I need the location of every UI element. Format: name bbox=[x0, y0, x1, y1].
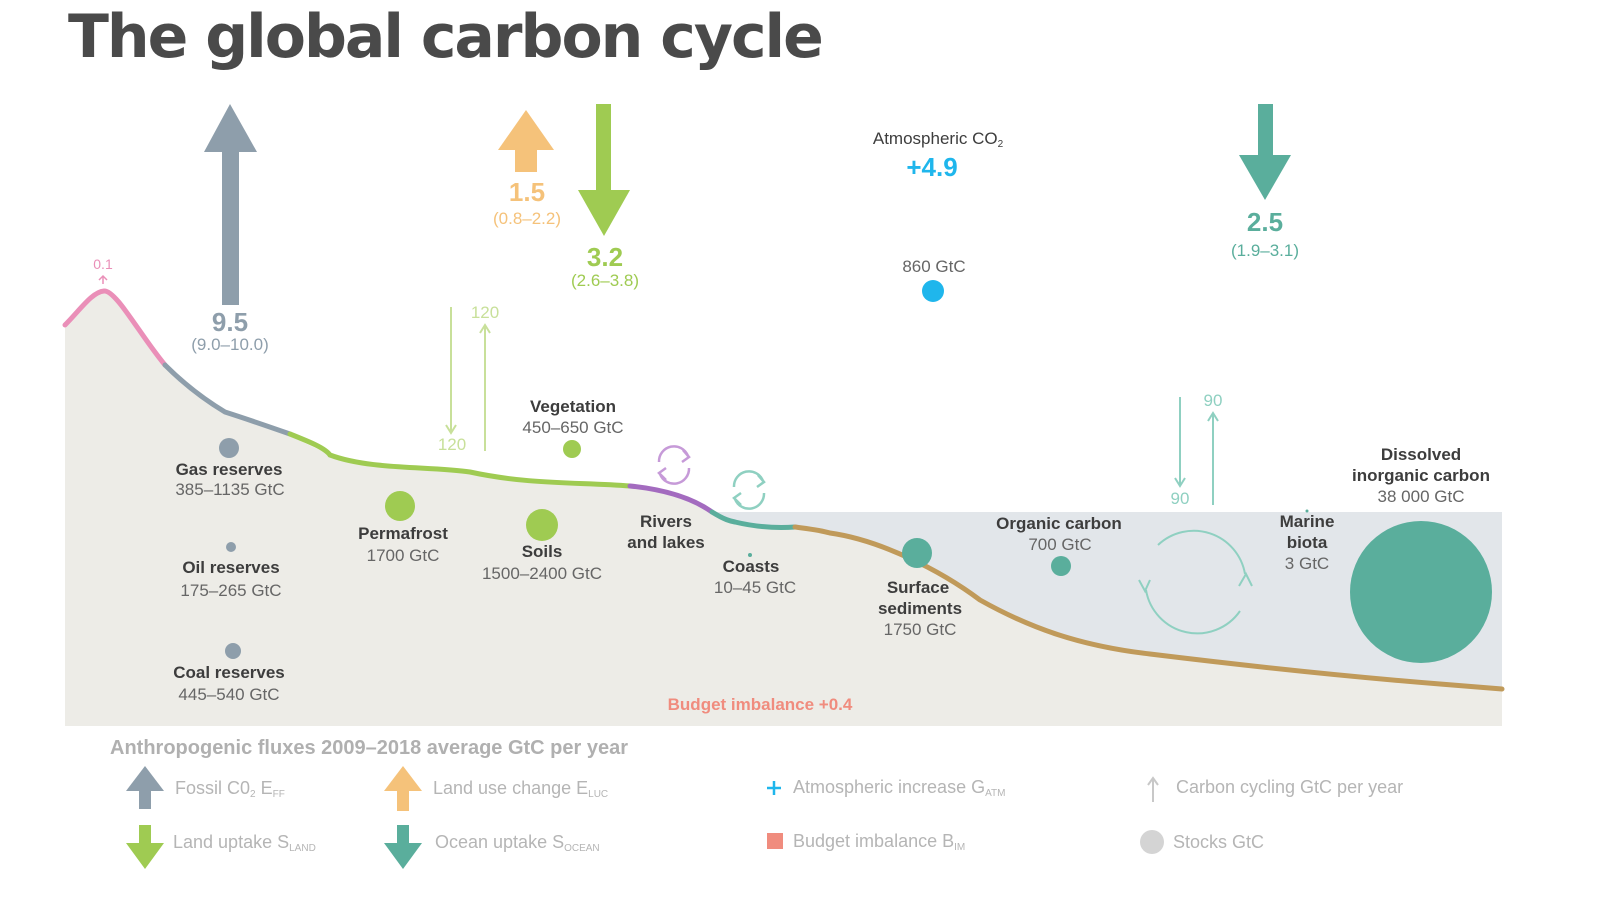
gas-reserves-label: Gas reserves bbox=[175, 460, 283, 479]
dissolved-label-line2: inorganic carbon bbox=[1352, 466, 1490, 485]
sediments-value: 1750 GtC bbox=[883, 620, 957, 639]
coasts-label: Coasts bbox=[722, 557, 780, 576]
marine-stock-dot bbox=[1305, 509, 1309, 513]
oil-stock-dot bbox=[226, 542, 236, 552]
oil-reserves-label: Oil reserves bbox=[182, 558, 280, 577]
legend-land-uptake-icon bbox=[126, 825, 164, 869]
sediments-label-line2: sediments bbox=[877, 599, 963, 618]
vegetation-label: Vegetation bbox=[530, 397, 616, 416]
legend-stocks-icon bbox=[1140, 830, 1164, 854]
budget-imbalance-label: Budget imbalance +0.4 bbox=[667, 695, 853, 714]
vegetation-stock-dot bbox=[563, 440, 581, 458]
coal-reserves-value: 445–540 GtC bbox=[178, 685, 280, 704]
legend-ocean-uptake-icon bbox=[384, 825, 422, 869]
fossil-flux-value: 9.5 bbox=[211, 307, 249, 337]
land-cycling-up-value: 120 bbox=[470, 303, 500, 322]
legend-cycling-label: Carbon cycling GtC per year bbox=[1176, 777, 1404, 797]
ocean-cycling-up-value: 90 bbox=[1203, 391, 1223, 410]
permafrost-value: 1700 GtC bbox=[366, 546, 440, 565]
sediments-stock-dot bbox=[902, 538, 932, 568]
volcanic-ridge bbox=[62, 288, 168, 368]
soils-label: Soils bbox=[521, 542, 563, 561]
organic-stock-dot bbox=[1051, 556, 1071, 576]
coal-reserves-label: Coal reserves bbox=[173, 663, 285, 682]
land-cycling-arrows bbox=[445, 307, 491, 451]
legend-atm-label: Atmospheric increase GATM bbox=[793, 777, 1006, 799]
legend-atm-icon bbox=[767, 781, 781, 795]
ocean-cycling-arrows bbox=[1174, 397, 1219, 505]
marine-biota-label-line2: biota bbox=[1286, 533, 1328, 552]
legend-fossil-label: Fossil C02 EFF bbox=[175, 778, 285, 800]
land-use-flux-arrow bbox=[498, 110, 554, 172]
soils-value: 1500–2400 GtC bbox=[481, 564, 603, 583]
marine-biota-label-line1: Marine bbox=[1279, 512, 1335, 531]
volcanic-flux-arrow bbox=[98, 274, 108, 284]
permafrost-label: Permafrost bbox=[358, 524, 448, 543]
rivers-label-line1: Rivers bbox=[640, 512, 692, 531]
coasts-value: 10–45 GtC bbox=[713, 578, 797, 597]
land-cycling-down-value: 120 bbox=[437, 435, 467, 454]
land-use-flux-value: 1.5 bbox=[508, 177, 546, 207]
atmosphere-stock-value: 860 GtC bbox=[902, 257, 966, 276]
soils-stock-dot bbox=[526, 509, 558, 541]
ocean-uptake-flux-arrow bbox=[1239, 104, 1291, 200]
river-ridge bbox=[627, 483, 715, 515]
coast-cycle-icon bbox=[732, 470, 766, 510]
legend-ocean-uptake-label: Ocean uptake SOCEAN bbox=[435, 832, 600, 854]
land-uptake-flux-range: (2.6–3.8) bbox=[570, 271, 640, 290]
land-use-flux-range: (0.8–2.2) bbox=[492, 209, 562, 228]
fossil-flux-arrow bbox=[204, 104, 257, 305]
marine-biota-value: 3 GtC bbox=[1284, 554, 1330, 573]
volcanic-flux-value: 0.1 bbox=[93, 256, 113, 272]
vegetation-value: 450–650 GtC bbox=[522, 418, 624, 437]
gas-stock-dot bbox=[219, 438, 239, 458]
fossil-ridge bbox=[162, 362, 293, 437]
legend-cycling-icon bbox=[1147, 776, 1159, 802]
page-title: The global carbon cycle bbox=[68, 2, 824, 72]
sediment-ridge bbox=[792, 524, 1505, 692]
oil-reserves-value: 175–265 GtC bbox=[180, 581, 282, 600]
legend-fossil-icon bbox=[126, 766, 164, 809]
coast-ridge bbox=[709, 509, 798, 530]
atmosphere-stock-dot bbox=[922, 280, 944, 302]
river-cycle-icon bbox=[657, 445, 691, 485]
atmospheric-increase-value: +4.9 bbox=[906, 152, 958, 182]
dissolved-stock-dot bbox=[1350, 521, 1492, 663]
rivers-label-line2: and lakes bbox=[627, 533, 705, 552]
ocean-uptake-flux-range: (1.9–3.1) bbox=[1230, 241, 1300, 260]
fossil-flux-range: (9.0–10.0) bbox=[191, 335, 269, 354]
land-uptake-flux-value: 3.2 bbox=[586, 242, 624, 272]
ocean-cycling-down-value: 90 bbox=[1170, 489, 1190, 508]
atmospheric-co2-label: Atmospheric CO2 bbox=[872, 129, 1004, 150]
permafrost-stock-dot bbox=[385, 491, 415, 521]
land-uptake-flux-arrow bbox=[578, 104, 630, 236]
ocean-cycle-icon bbox=[1138, 529, 1253, 635]
ocean-uptake-flux-value: 2.5 bbox=[1246, 207, 1284, 237]
legend-land-use-label: Land use change ELUC bbox=[433, 778, 609, 800]
legend-title: Anthropogenic fluxes 2009–2018 average G… bbox=[110, 737, 629, 759]
coasts-stock-dot bbox=[748, 553, 752, 557]
land-ridge bbox=[287, 431, 633, 489]
dissolved-value: 38 000 GtC bbox=[1377, 487, 1465, 506]
legend-budget-label: Budget imbalance BIM bbox=[793, 831, 966, 853]
gas-reserves-value: 385–1135 GtC bbox=[175, 480, 285, 499]
organic-carbon-label: Organic carbon bbox=[996, 514, 1122, 533]
legend-land-uptake-label: Land uptake SLAND bbox=[173, 832, 316, 854]
dissolved-label-line1: Dissolved bbox=[1380, 445, 1462, 464]
coal-stock-dot bbox=[225, 643, 241, 659]
organic-carbon-value: 700 GtC bbox=[1028, 535, 1092, 554]
legend-land-use-icon bbox=[384, 766, 422, 811]
ground-landscape bbox=[65, 290, 1502, 726]
legend-stocks-label: Stocks GtC bbox=[1173, 832, 1265, 852]
legend-budget-icon bbox=[767, 833, 783, 849]
sediments-label-line1: Surface bbox=[886, 578, 950, 597]
